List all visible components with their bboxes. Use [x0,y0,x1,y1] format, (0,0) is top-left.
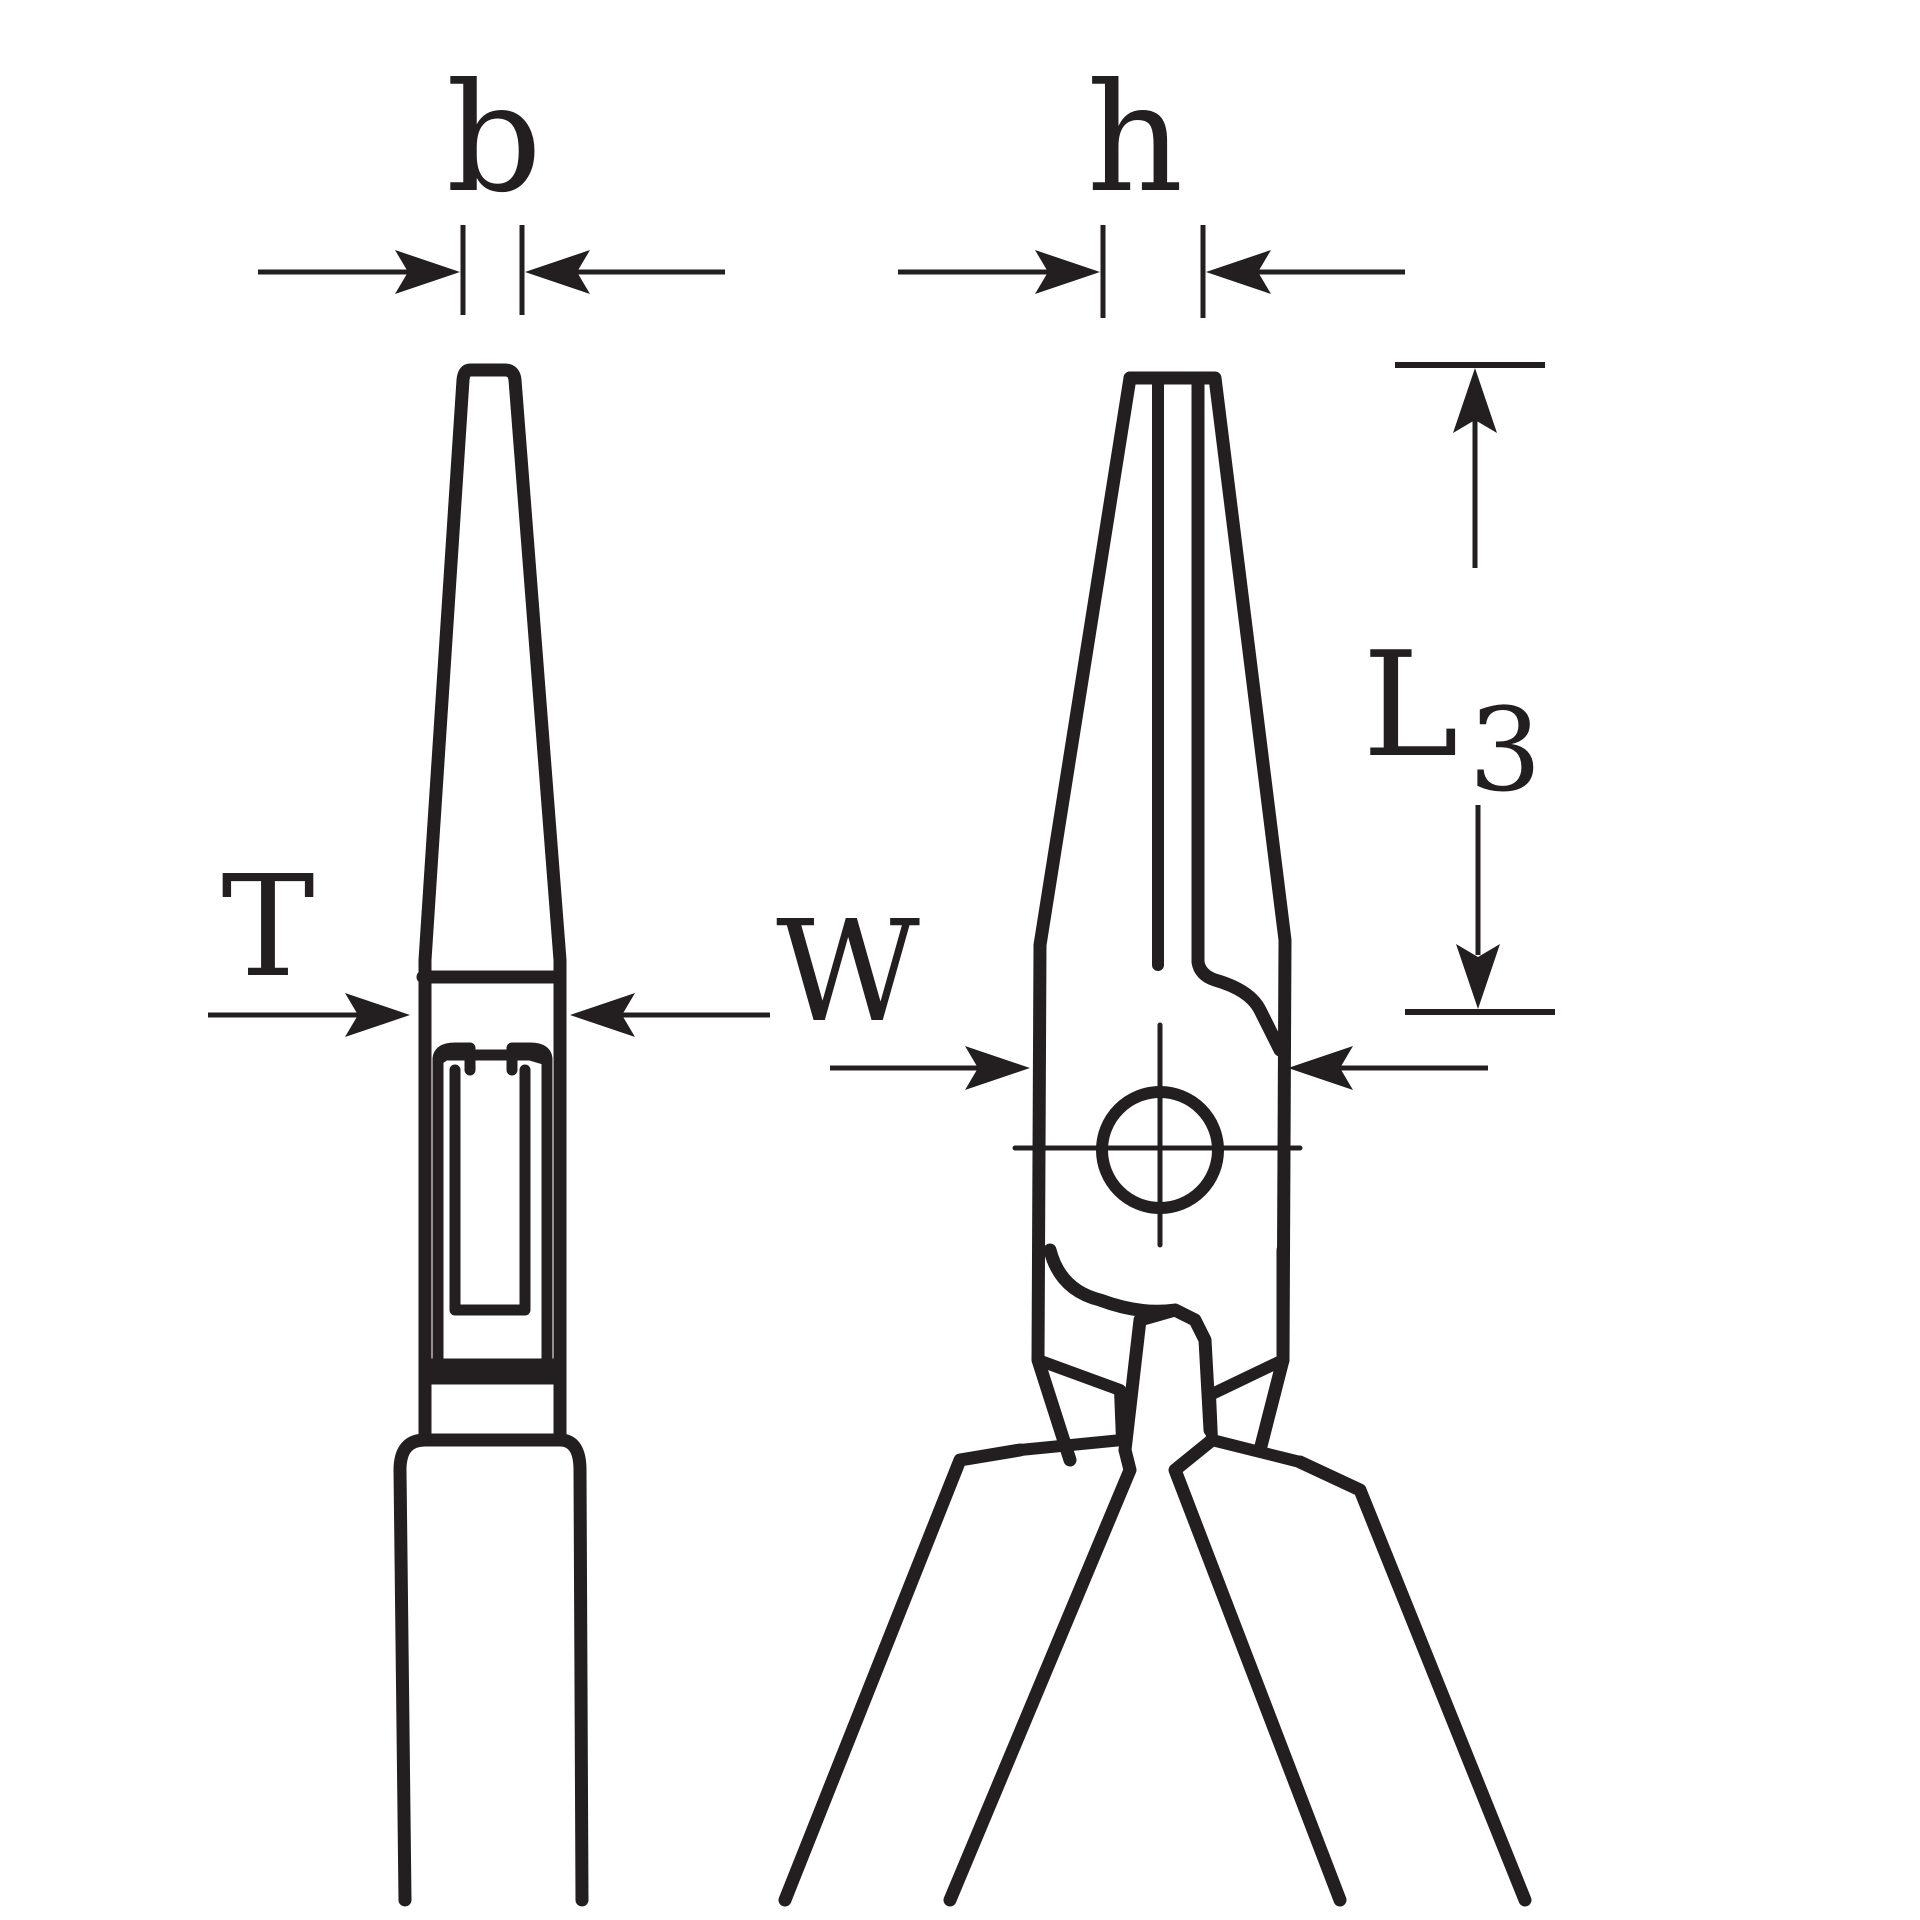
L3-main-letter: L [1362,621,1458,790]
T-arrowhead-left [345,993,410,1037]
pliers-side-view [393,363,589,1907]
front-bolster [1014,1354,1306,1468]
h-extension-lines [1100,225,1206,318]
W-arrowhead-right [1288,1046,1353,1090]
h-arrowhead-left [1035,250,1100,294]
dimension-T: T [208,846,770,1037]
side-rivet-slot [432,1042,553,1316]
side-jaw-outline [418,363,567,1447]
side-handle [393,1433,589,1907]
L3-label: L3 [1362,621,1541,818]
W-label: W [776,891,920,1054]
L3-arrow-lines [1472,420,1481,955]
L3-extension-lines [1395,362,1555,1015]
front-handles [778,1433,1532,1907]
pivot-crosshair [1012,1022,1303,1248]
L3-subscript: 3 [1469,684,1542,818]
L3-arrowhead-bottom [1456,944,1500,1009]
T-label: T [221,846,314,1009]
L3-arrowhead-top [1453,368,1497,433]
h-label: h [1087,52,1184,226]
W-arrowhead-left [965,1046,1030,1090]
b-label: b [446,52,542,226]
dimension-L3: L3 [1362,362,1555,1015]
front-lower-head [1043,1243,1217,1457]
b-arrowhead-left [395,250,460,294]
b-arrowhead-right [525,250,590,294]
pliers-front-view [778,371,1532,1907]
side-lower-band [418,1358,567,1447]
h-arrowhead-right [1206,250,1271,294]
b-extension-lines [460,225,525,315]
front-jaw-outer [1031,371,1292,1467]
T-arrowhead-right [570,993,635,1037]
front-left-jaw [1123,371,1287,1057]
dimension-b: b [258,52,725,315]
dimension-h: h [898,52,1405,318]
dimension-W: W [776,891,1488,1090]
